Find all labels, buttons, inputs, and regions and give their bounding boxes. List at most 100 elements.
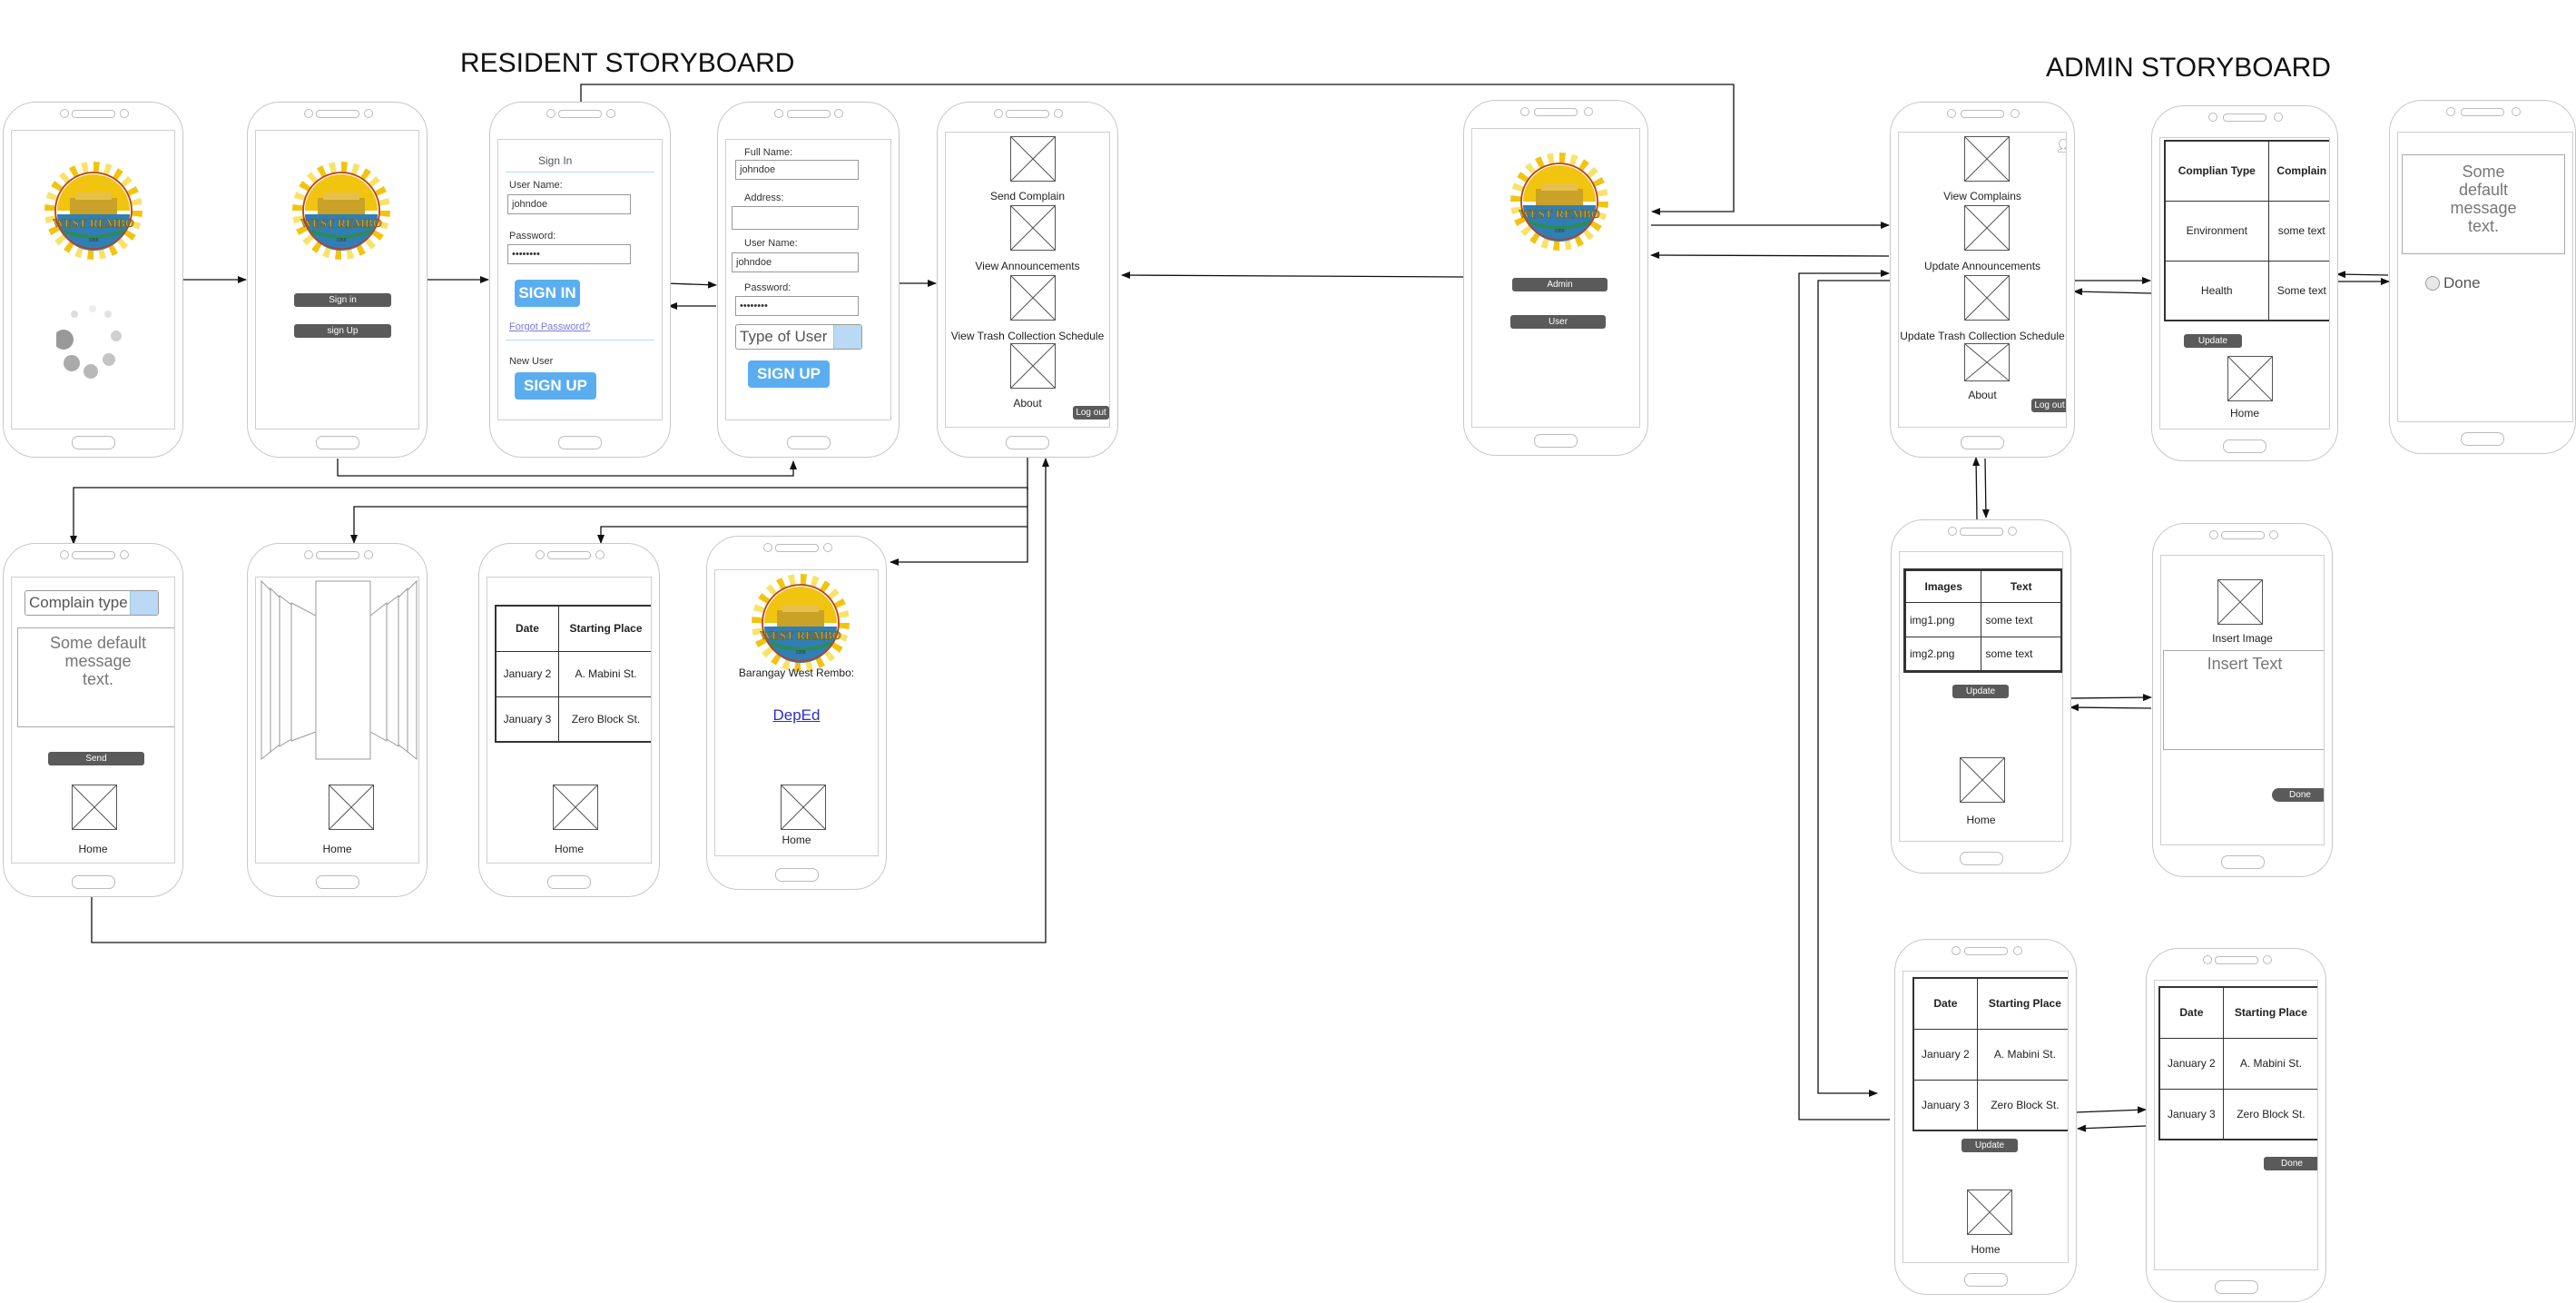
update-announcements-icon[interactable]: [1964, 205, 2010, 251]
address-label: Address:: [744, 192, 784, 203]
done-radio[interactable]: [2425, 276, 2440, 291]
table-header: Date: [1912, 977, 1978, 1030]
home-icon[interactable]: [781, 785, 826, 830]
table-cell[interactable]: January 3: [2158, 1088, 2224, 1140]
arrow-adminmenu-to-announce: [1981, 458, 1990, 518]
arrow-adminmenu-to-schedule: [1817, 280, 1890, 1097]
screen-splash: WEST REMBO 1958: [11, 130, 175, 429]
table-cell: January 2: [495, 650, 559, 697]
home-label[interactable]: Home: [554, 843, 584, 855]
phone-admin-menu: 👤︎ View Complains Update Announcements U…: [1890, 102, 2075, 458]
menu-item-label[interactable]: About: [1968, 389, 1997, 401]
arrow-signin-to-role: [580, 84, 1735, 215]
table-cell: Health: [2164, 260, 2269, 321]
table-cell[interactable]: January 2: [2158, 1037, 2224, 1090]
username-input[interactable]: johndoe: [507, 194, 631, 214]
username-input[interactable]: johndoe: [732, 252, 859, 272]
arrow-edit-to-announce: [2070, 704, 2152, 712]
sign-up-button[interactable]: SIGN UP: [748, 360, 830, 388]
table-cell[interactable]: A. Mabini St.: [2222, 1037, 2317, 1090]
complain-type-select[interactable]: Complain type: [25, 590, 159, 616]
table-header: Complian Type: [2164, 140, 2269, 202]
complain-type-value: Complain type: [29, 594, 128, 611]
user-button[interactable]: User: [1510, 315, 1606, 329]
table-cell[interactable]: Zero Block St.: [2222, 1088, 2317, 1140]
view-complains-icon[interactable]: [1964, 136, 2010, 182]
home-icon[interactable]: [1960, 757, 2005, 803]
table-cell: Environment: [2164, 200, 2269, 262]
message-textarea[interactable]: Some default message text.: [17, 627, 174, 727]
home-label[interactable]: Home: [2229, 407, 2259, 420]
logo-year: 1958: [336, 238, 346, 243]
logo-text: WEST REMBO: [53, 216, 134, 230]
arrow-adminmenu-to-role: [1650, 252, 1890, 260]
forgot-password-link[interactable]: Forgot Password?: [509, 321, 591, 332]
update-schedule-icon[interactable]: [1964, 275, 2010, 321]
update-button[interactable]: Update: [1952, 685, 2009, 698]
table-header: Images: [1903, 569, 1982, 603]
logo-year: 1958: [88, 238, 98, 243]
user-type-value: Type of User: [740, 328, 828, 345]
menu-item-label[interactable]: About: [1013, 397, 1042, 410]
sign-in-button[interactable]: SIGN IN: [515, 280, 580, 307]
sign-up-button[interactable]: SIGN UP: [515, 372, 596, 400]
reply-textarea[interactable]: Some default message text.: [2402, 154, 2565, 254]
insert-image-icon[interactable]: [2217, 579, 2263, 625]
menu-item-label[interactable]: View Complains: [1943, 190, 2021, 202]
home-icon[interactable]: [72, 785, 117, 830]
about-icon[interactable]: [1010, 343, 1056, 389]
logout-button[interactable]: Log out: [1073, 406, 1109, 420]
screen-admin-menu: 👤︎ View Complains Update Announcements U…: [1898, 132, 2067, 428]
deped-link[interactable]: DepEd: [772, 706, 821, 724]
logo-year: 1958: [1554, 229, 1564, 234]
insert-text-area[interactable]: Insert Text: [2163, 650, 2324, 750]
menu-item-label[interactable]: View Announcements: [975, 260, 1080, 272]
phone-resident-menu: Send Complain View Announcements View Tr…: [937, 102, 1118, 458]
trash-schedule-icon[interactable]: [1010, 275, 1056, 321]
menu-item-label[interactable]: Update Trash Collection Schedule: [1900, 330, 2065, 342]
user-type-select[interactable]: Type of User: [735, 324, 862, 350]
home-label[interactable]: Home: [78, 843, 108, 855]
home-icon[interactable]: [2227, 356, 2273, 401]
phone-send-complain: Complain type Some default message text.…: [3, 543, 183, 897]
home-label[interactable]: Home: [1966, 814, 1996, 826]
home-icon[interactable]: [329, 785, 374, 830]
update-button[interactable]: Update: [1961, 1139, 2018, 1152]
home-icon[interactable]: [553, 785, 598, 830]
home-label[interactable]: Home: [1971, 1243, 2001, 1256]
menu-item-label[interactable]: Send Complain: [989, 190, 1066, 202]
update-button[interactable]: Update: [2184, 334, 2242, 348]
address-input[interactable]: [732, 206, 859, 230]
menu-item-label[interactable]: Update Announcements: [1923, 260, 2041, 272]
fullname-input[interactable]: johndoe: [735, 160, 859, 180]
user-profile-icon[interactable]: 👤︎: [2055, 138, 2066, 153]
arrow-menu-to-about: [890, 438, 1028, 566]
view-announcements-icon[interactable]: [1010, 205, 1056, 251]
table-cell: Zero Block St.: [1976, 1079, 2068, 1131]
sign-up-button[interactable]: sign Up: [294, 324, 391, 338]
menu-item-label[interactable]: View Trash Collection Schedule: [950, 330, 1105, 342]
send-button[interactable]: Send: [48, 752, 144, 765]
password-input[interactable]: ••••••••: [735, 296, 859, 316]
done-button[interactable]: Done: [2264, 1157, 2317, 1170]
about-icon[interactable]: [1964, 343, 2010, 381]
send-complain-icon[interactable]: [1010, 136, 1056, 182]
home-label[interactable]: Home: [782, 834, 811, 846]
password-label: Password:: [509, 231, 556, 242]
home-label[interactable]: Home: [322, 843, 352, 855]
sign-in-button[interactable]: Sign in: [294, 293, 391, 307]
home-icon[interactable]: [1967, 1189, 2012, 1235]
admin-button[interactable]: Admin: [1512, 278, 1608, 291]
done-button[interactable]: Done: [2272, 788, 2324, 802]
screen-sign-up: Full Name: johndoe Address: User Name: j…: [725, 139, 891, 420]
phone-splash: WEST REMBO 1958: [3, 102, 183, 458]
logout-button[interactable]: Log out: [2031, 399, 2066, 412]
password-input[interactable]: ••••••••: [507, 244, 631, 264]
announcement-carousel[interactable]: [260, 579, 418, 761]
